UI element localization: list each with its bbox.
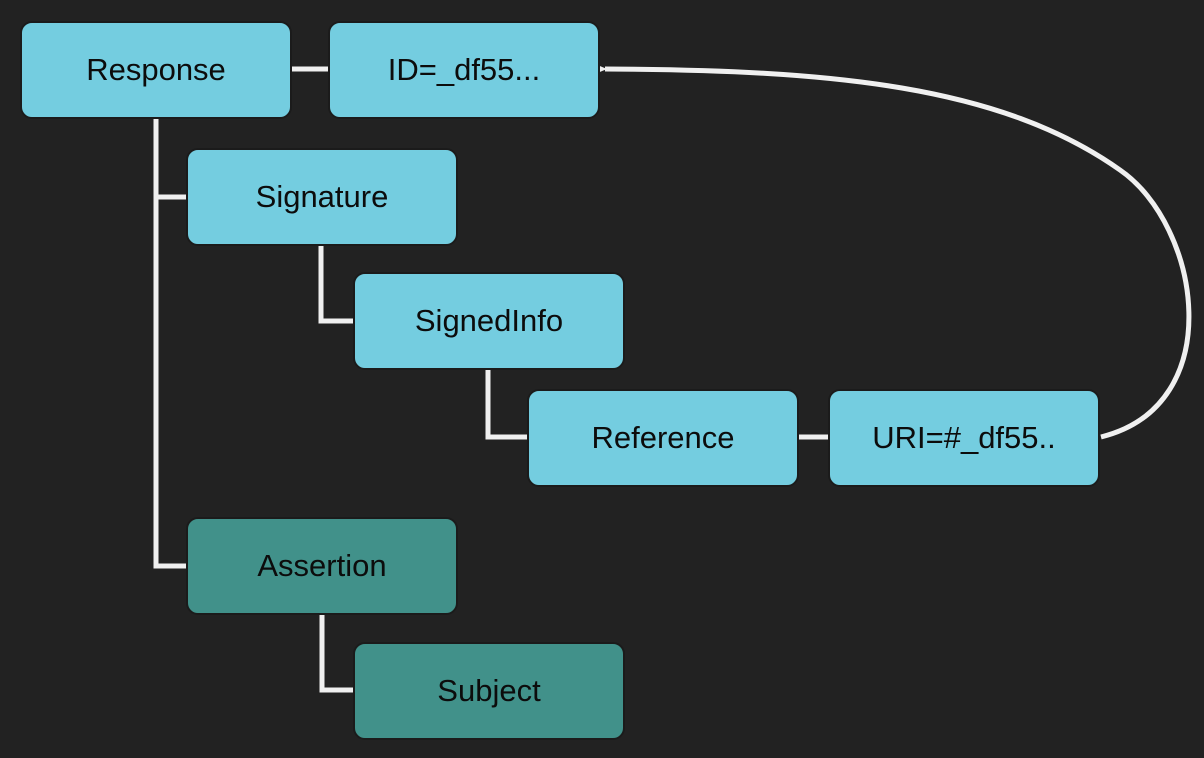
connector-assertion-to-subject xyxy=(319,612,356,693)
connector-response-to-assertion xyxy=(153,194,189,569)
response-id-label: ID=_df55... xyxy=(387,52,541,87)
connector-response-to-signature xyxy=(153,117,189,200)
reference-uri-node[interactable]: URI=#_df55.. xyxy=(828,389,1100,487)
assertion-node[interactable]: Assertion xyxy=(186,517,458,615)
connector-signedinfo-to-reference xyxy=(485,368,530,440)
reference-arrow xyxy=(594,63,1192,440)
reference-label: Reference xyxy=(591,420,735,455)
response-label: Response xyxy=(86,52,226,87)
signedinfo-label: SignedInfo xyxy=(414,303,564,338)
response-node[interactable]: Response xyxy=(20,21,292,119)
assertion-label: Assertion xyxy=(257,548,387,583)
subject-node[interactable]: Subject xyxy=(353,642,625,740)
signature-node[interactable]: Signature xyxy=(186,148,458,246)
reference-uri-label: URI=#_df55.. xyxy=(872,420,1056,455)
reference-node[interactable]: Reference xyxy=(527,389,799,487)
subject-label: Subject xyxy=(437,673,541,708)
signedinfo-node[interactable]: SignedInfo xyxy=(353,272,625,370)
signature-label: Signature xyxy=(255,179,389,214)
response-id-node[interactable]: ID=_df55... xyxy=(328,21,600,119)
connector-signature-to-signedinfo xyxy=(318,243,356,324)
